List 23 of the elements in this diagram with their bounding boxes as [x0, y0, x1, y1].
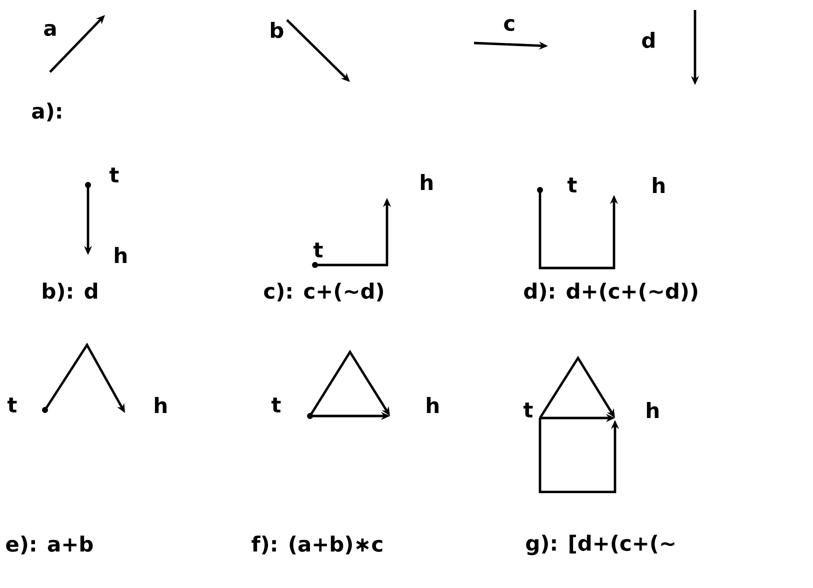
label-text: d [642, 32, 654, 48]
label-text: a): [32, 102, 61, 122]
label-text: t [523, 402, 533, 418]
label-text: t [271, 398, 281, 412]
label-text: t [7, 398, 17, 412]
label-text: h [646, 402, 658, 418]
label-text: h [114, 247, 126, 263]
label-text: h [652, 177, 664, 193]
label-text: t [313, 242, 323, 258]
label-text: b [270, 22, 284, 38]
label-text: a [44, 24, 56, 36]
label-text: h [420, 174, 432, 190]
label-text: h [426, 397, 438, 413]
label-text: c): c+(∼d) [264, 282, 384, 302]
label-text: t [567, 178, 577, 192]
label-text: d): d+(c+(∼d)) [524, 282, 698, 302]
label-text: h [154, 397, 166, 413]
label-text: f): (a+b)∗c [252, 536, 382, 554]
label-text: e): a+b [6, 536, 93, 554]
label-text: t [109, 168, 119, 182]
label-text: g): [d+(c+(∼ [526, 534, 674, 556]
label-text: c [504, 19, 514, 31]
label-text: b): d [42, 282, 98, 302]
